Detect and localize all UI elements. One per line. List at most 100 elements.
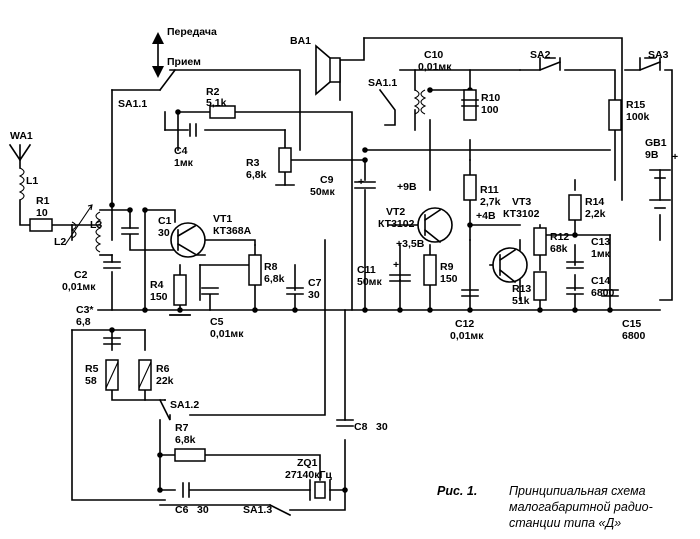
label-gb1-val: 9В <box>645 149 659 161</box>
label-r3: R3 <box>246 157 260 169</box>
label-c15: C15 <box>622 318 641 330</box>
label-r13-val: 51k <box>512 295 530 307</box>
label-c13: C13 <box>591 236 610 248</box>
label-vt1: VT1 <box>213 213 232 225</box>
c10-coil <box>413 89 420 115</box>
antenna-wa1 <box>8 143 32 162</box>
capacitors <box>103 99 619 498</box>
label-r4-val: 150 <box>150 291 168 303</box>
r2-resistor <box>209 105 236 119</box>
label-c9-val: 50мк <box>310 186 335 198</box>
label-c7-val: 30 <box>308 289 320 301</box>
label-c4: C4 <box>174 145 188 157</box>
label-c4-val: 1мк <box>174 157 194 169</box>
transistor-vt2 <box>417 207 453 244</box>
label-l2: L2 <box>54 236 66 248</box>
label-r10: R10 <box>481 92 500 104</box>
label-c14: C14 <box>591 275 610 287</box>
label-c7: C7 <box>308 277 322 289</box>
label-c11: C11 <box>357 264 376 276</box>
label-c3-val: 6,8 <box>76 316 91 328</box>
battery-gb1 <box>649 169 671 209</box>
label-r13: R13 <box>512 283 531 295</box>
label-c2-val: 0,01мк <box>62 281 96 293</box>
label-c5: C5 <box>210 316 224 328</box>
label-c14-val: 6800 <box>591 287 615 299</box>
label-r3-val: 6,8k <box>246 169 267 181</box>
label-r9: R9 <box>440 261 454 273</box>
figure-caption: Рис. 1. Принципиальная схема малогабарит… <box>437 484 653 530</box>
label-gb1: GB1 <box>645 137 667 149</box>
label-c5-val: 0,01мк <box>210 328 244 340</box>
r15-resistor <box>608 99 622 131</box>
label-r2: R2 <box>206 86 220 98</box>
label-r4: R4 <box>150 279 164 291</box>
label-c13-val: 1мк <box>591 248 611 260</box>
label-r12-val: 68k <box>550 243 568 255</box>
label-sa1-1-left: SA1.1 <box>118 98 147 110</box>
label-c11-val: 50мк <box>357 276 382 288</box>
label-c9: C9 <box>320 174 334 186</box>
label-zq1-val: 27140кГц <box>285 469 332 481</box>
label-peredacha: Передача <box>167 26 217 38</box>
label-vt2-val: КТ3102 <box>378 218 415 230</box>
caption-line1: Принципиальная схема <box>509 484 646 498</box>
label-sa1-2: SA1.2 <box>170 399 199 411</box>
label-r11: R11 <box>480 184 499 196</box>
label-l3: L3 <box>90 219 102 231</box>
transistor-vt1 <box>170 222 206 258</box>
switch-sa3 <box>639 57 661 71</box>
label-r8: R8 <box>264 261 278 273</box>
r9-resistor <box>423 254 437 286</box>
label-c1-val: 30 <box>158 227 170 239</box>
label-priem: Прием <box>167 56 201 68</box>
label-r6-val: 22k <box>156 375 174 387</box>
label-sa2: SA2 <box>530 49 551 61</box>
label-r11-val: 2,7k <box>480 196 501 208</box>
switch-sa1-1-left <box>158 68 177 92</box>
component-labels: Передача Прием BA1 SA1.1 SA1.1 C10 0,01м… <box>10 26 678 516</box>
label-c8: C8 <box>354 421 368 433</box>
label-vt2: VT2 <box>386 206 405 218</box>
label-vt3-val: КТ3102 <box>503 208 540 220</box>
label-c15-val: 6800 <box>622 330 646 342</box>
label-plus35: +3,5В <box>396 238 425 250</box>
label-r5: R5 <box>85 363 99 375</box>
speaker-ba1 <box>315 44 341 96</box>
r4-resistor <box>173 274 187 306</box>
caption-bold: Рис. 1. <box>437 484 477 498</box>
label-battery-plus: + <box>672 151 678 163</box>
label-sa3: SA3 <box>648 49 669 61</box>
label-c11-plus: + <box>393 259 399 271</box>
switch-sa2 <box>539 57 561 71</box>
label-plus4: +4В <box>476 210 496 222</box>
label-c1: C1 <box>158 215 172 227</box>
r14-resistor <box>568 194 582 221</box>
label-c10-val: 0,01мк <box>418 61 452 73</box>
label-zq1: ZQ1 <box>297 457 318 469</box>
r11-resistor <box>463 174 477 201</box>
label-c10: C10 <box>424 49 443 61</box>
label-c3: C3* <box>76 304 94 316</box>
transistor-vt3 <box>492 247 528 284</box>
r12-resistor <box>533 227 547 256</box>
label-plus9: +9В <box>397 181 417 193</box>
switch-sa1-2 <box>158 398 171 421</box>
label-vt1-val: КТ368А <box>213 225 252 237</box>
label-c9-plus: + <box>358 176 364 188</box>
l3-coil <box>95 211 102 253</box>
r1-resistor <box>29 218 53 232</box>
transmit-receive-arrow <box>152 32 164 78</box>
label-r8-val: 6,8k <box>264 273 285 285</box>
label-l1: L1 <box>26 175 38 187</box>
label-r15-val: 100k <box>626 111 650 123</box>
label-r14: R14 <box>585 196 604 208</box>
caption-line3: станции типа «Д» <box>509 516 621 530</box>
label-r6: R6 <box>156 363 170 375</box>
label-r7-val: 6,8k <box>175 434 196 446</box>
r7-resistor <box>174 448 206 462</box>
label-r14-val: 2,2k <box>585 208 606 220</box>
label-r1: R1 <box>36 195 50 207</box>
